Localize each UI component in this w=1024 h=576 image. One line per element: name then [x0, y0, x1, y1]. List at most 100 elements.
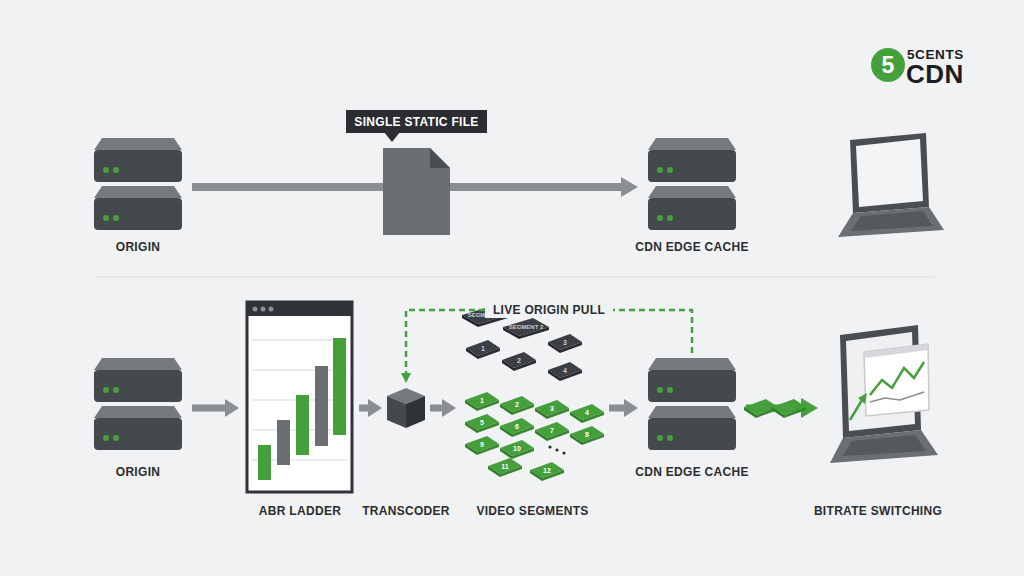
- brand-name: CDN: [906, 61, 964, 87]
- segment-number: 2: [515, 401, 519, 408]
- segment-tile: [465, 392, 499, 411]
- laptop-keyboard: [843, 435, 926, 456]
- logo-badge: 5: [871, 48, 905, 82]
- segment-number: 9: [480, 441, 484, 448]
- segment-number: 2: [517, 357, 521, 364]
- bitrate-bar: [315, 366, 328, 446]
- segment-number: 4: [563, 367, 567, 374]
- segment-tile: [488, 458, 522, 477]
- ellipsis-dot: [548, 445, 551, 448]
- segment-tile: [465, 414, 499, 433]
- edge-cache-server: CDN EDGE CACHE: [642, 132, 742, 257]
- segment-number: 6: [515, 423, 519, 430]
- switch-arrow-head: [858, 393, 867, 404]
- flow-arrow: [359, 405, 368, 412]
- transcoder-cube: TRANSCODER: [384, 385, 428, 522]
- segment-tile: [535, 422, 569, 441]
- segment-tile: [500, 396, 534, 415]
- segment-tile: [570, 426, 604, 445]
- chart-window: [247, 302, 352, 492]
- segment-label: SEGMENT 2: [509, 324, 544, 330]
- ellipsis-dot: [562, 451, 565, 454]
- callout-box: SINGLE STATIC FILE: [346, 110, 487, 133]
- segment-tile: [548, 334, 582, 353]
- segment-number: 10: [513, 445, 521, 452]
- window-dot: [269, 307, 274, 312]
- node-caption: CDN EDGE CACHE: [635, 465, 749, 479]
- segment-tile: [466, 340, 500, 359]
- node-caption: CDN EDGE CACHE: [635, 240, 749, 254]
- segment-number: 1: [480, 397, 484, 404]
- segment-tile: [500, 418, 534, 437]
- segment-number: 7: [550, 427, 554, 434]
- server-icon: [648, 138, 736, 230]
- segment-tile: [535, 400, 569, 419]
- segment-number: 3: [563, 339, 567, 346]
- grid-line: [252, 340, 347, 341]
- callout-pointer: [384, 132, 400, 142]
- server-icon: [94, 358, 182, 450]
- segment-number: 8: [585, 431, 589, 438]
- segment-tile: [530, 462, 564, 481]
- segment-tile: [502, 352, 536, 371]
- segment-number: 12: [543, 467, 551, 474]
- cube-side: [387, 396, 406, 428]
- node-text: SINGLE STATIC FILE: [346, 110, 487, 133]
- node-caption: TRANSCODER: [362, 504, 450, 518]
- segment-number: 5: [480, 419, 484, 426]
- badge-circle: [871, 48, 905, 82]
- edge-cache-server: CDN EDGE CACHE: [642, 353, 742, 478]
- chart-popup: [864, 344, 929, 416]
- node-caption: VIDEO SEGMENTS: [476, 504, 588, 518]
- grid-line: [252, 370, 347, 371]
- bitrate-bar: [333, 338, 346, 435]
- bitrate-trend-line: [870, 362, 924, 395]
- segment-number: 4: [585, 409, 589, 416]
- segment-tile: [570, 404, 604, 423]
- server-icon: [94, 138, 182, 230]
- section-divider: [95, 277, 935, 278]
- brand-name: 5CENTS: [907, 48, 964, 62]
- node-caption: ORIGIN: [116, 465, 160, 479]
- flow-arrow: [430, 405, 442, 412]
- segment-tile-side: [772, 407, 784, 418]
- origin-server: ORIGIN: [88, 132, 188, 257]
- bitrate-bar: [258, 445, 271, 480]
- file-fold: [430, 148, 450, 168]
- bitrate-bar: [277, 420, 290, 465]
- origin-pull-connector: [406, 310, 692, 373]
- node-caption: BITRATE SWITCHING: [814, 504, 942, 518]
- switch-arrow: [850, 400, 862, 420]
- window-titlebar: [247, 302, 352, 316]
- popup-titlebar: [864, 344, 928, 358]
- abr-ladder-chart: ABR LADDER: [245, 300, 355, 522]
- laptop-display: [856, 139, 923, 207]
- bitrate-bar: [296, 395, 309, 455]
- window-dot: [261, 307, 266, 312]
- node-caption: ABR LADDER: [259, 504, 341, 518]
- segment-tile-side: [784, 407, 806, 418]
- segment-tile-side: [744, 407, 756, 418]
- laptop-keyboard: [851, 211, 933, 231]
- segment-number: 3: [550, 405, 554, 412]
- flow-arrow: [609, 405, 624, 412]
- laptop-screen: [850, 133, 929, 213]
- baseline-trend-line: [870, 392, 924, 402]
- origin-server: ORIGIN: [88, 353, 188, 478]
- segment-number: 1: [481, 345, 485, 352]
- window-dot: [253, 307, 258, 312]
- segment-tile: [465, 436, 499, 455]
- segment-tile: [548, 362, 582, 381]
- segment-tile: [503, 318, 549, 339]
- node-text: 5: [871, 48, 905, 82]
- segment-number: 11: [501, 463, 508, 470]
- flow-arrow: [192, 405, 225, 412]
- video-segments: VIDEO SEGMENTS: [460, 300, 605, 522]
